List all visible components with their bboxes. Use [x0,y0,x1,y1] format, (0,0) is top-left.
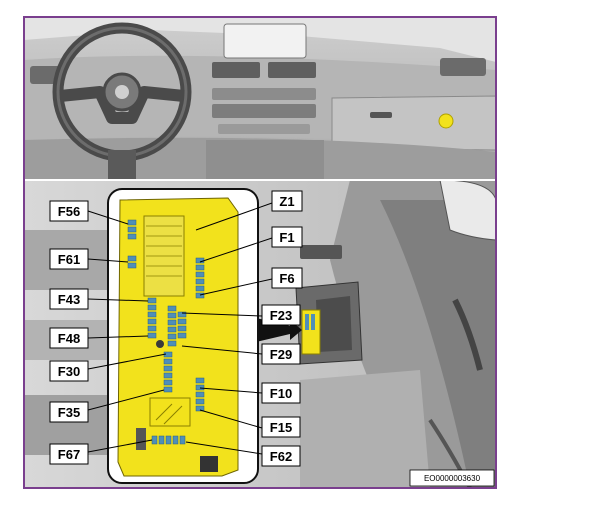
label-f1: F1 [279,230,294,245]
label-f67: F67 [58,447,80,462]
label-f10: F10 [270,386,292,401]
label-f56: F56 [58,204,80,219]
label-f6: F6 [279,271,294,286]
label-f15: F15 [270,420,292,435]
fuse-box-detail [107,188,259,484]
steering-wheel [52,22,192,180]
fuse-box-view [24,179,497,489]
label-f23: F23 [270,308,292,323]
fuse-array [127,219,205,445]
left-fuse-labels: F56 F61 F43 F48 F30 F35 F67 [49,200,89,465]
label-f43: F43 [58,292,80,307]
label-f35: F35 [58,405,80,420]
leader-lines [87,202,273,455]
label-f29: F29 [270,347,292,362]
reference-code: EO0000003630 [424,474,481,483]
label-f61: F61 [58,252,80,267]
right-fuse-labels: Z1 F1 F6 F23 F29 F10 F15 F62 [261,190,303,467]
label-f30: F30 [58,364,80,379]
label-f62: F62 [270,449,292,464]
diagram-frame [23,16,497,489]
dashboard-view [24,17,497,180]
fuse-box-location-indicator [438,113,454,129]
label-z1: Z1 [279,194,294,209]
label-f48: F48 [58,331,80,346]
